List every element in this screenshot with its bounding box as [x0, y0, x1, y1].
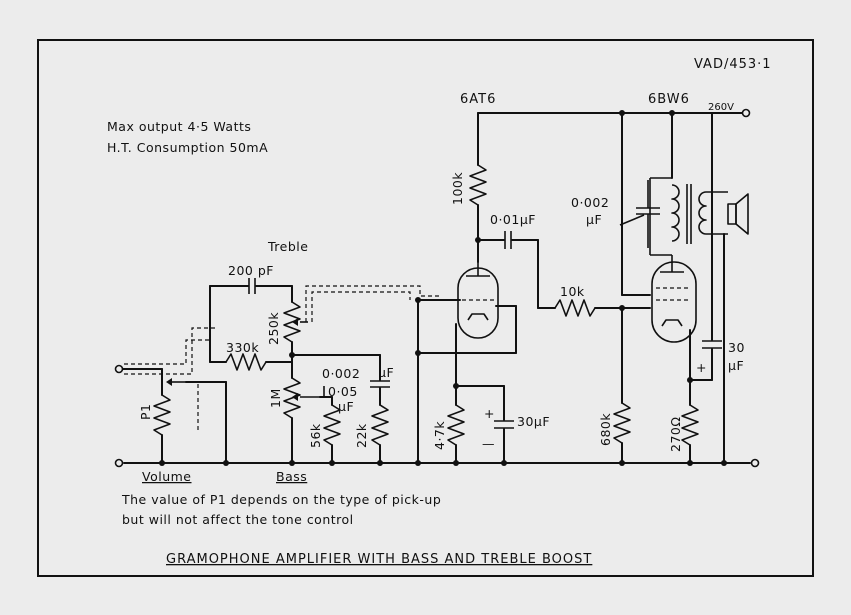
capacitor-200pF — [209, 278, 293, 363]
tube-6at6 — [417, 262, 517, 387]
resistor-270-label: 270Ω — [668, 417, 683, 452]
p1-label: P1 — [138, 404, 153, 421]
capacitor-0002-output-label: 0·002 — [571, 195, 609, 210]
spec-max-output: Max output 4·5 Watts — [107, 119, 251, 134]
resistor-22k-label: 22k — [354, 423, 369, 448]
volume-label: Volume — [142, 469, 192, 484]
resistor-680k — [613, 112, 651, 464]
potentiometer-250k — [283, 285, 308, 371]
potentiometer-1m-label: 1M — [268, 388, 283, 408]
capacitor-minus-sign: — — [482, 436, 495, 451]
potentiometer-1m — [283, 369, 320, 464]
capacitor-0002-output — [619, 180, 660, 248]
note-line-2: but will not affect the tone control — [122, 512, 354, 527]
ht-rail: 260V — [477, 102, 751, 118]
shielded-lead-treble — [305, 285, 440, 322]
resistor-270-ohm — [681, 379, 699, 464]
capacitor-001uF-label: 0·01µF — [490, 212, 536, 227]
resistor-10k — [554, 299, 651, 317]
resistor-22k — [371, 404, 389, 464]
reference-code: VAD/453·1 — [694, 57, 772, 72]
note-line-1: The value of P1 depends on the type of p… — [121, 492, 441, 507]
ground-rail — [114, 458, 760, 468]
schematic-border — [37, 39, 814, 577]
ht-voltage-label: 260V — [708, 102, 734, 113]
capacitor-30-value: 30 — [728, 340, 745, 355]
resistor-56k-label: 56k — [308, 423, 323, 448]
bass-label: Bass — [276, 469, 307, 484]
capacitor-0002-output-unit: µF — [586, 212, 602, 227]
resistor-100k-label: 100k — [450, 172, 465, 205]
capacitor-005-label: 0·05 — [328, 384, 358, 399]
capacitor-30uF-cathode — [494, 385, 514, 464]
capacitor-001uF — [477, 231, 556, 309]
capacitor-0002-bass — [370, 354, 390, 406]
tube-6at6-label: 6AT6 — [460, 92, 496, 107]
potentiometer-250k-label: 250k — [266, 312, 281, 345]
resistor-330k — [209, 353, 293, 371]
capacitor-30uF-label: 30µF — [517, 414, 550, 429]
output-transformer — [649, 112, 728, 256]
tube-6bw6-label: 6BW6 — [648, 92, 690, 107]
volume-potentiometer-p1 — [114, 364, 186, 464]
tube-6bw6 — [651, 255, 697, 381]
resistor-100k — [469, 112, 487, 263]
treble-label: Treble — [267, 239, 308, 254]
resistor-4-7k — [447, 385, 465, 464]
capacitor-0002-bass-label: 0·002 — [322, 366, 360, 381]
capacitor-0002-bass-unit: µF — [378, 365, 394, 380]
capacitor-005-unit: µF — [338, 399, 354, 414]
speaker — [727, 193, 749, 235]
schematic-title: GRAMOPHONE AMPLIFIER WITH BASS AND TREBL… — [166, 552, 592, 567]
resistor-10k-label: 10k — [560, 284, 585, 299]
capacitor-30-plus: + — [696, 360, 707, 375]
capacitor-005 — [319, 386, 333, 406]
resistor-680k-label: 680k — [598, 413, 613, 446]
capacitor-200pF-label: 200 pF — [228, 263, 274, 278]
capacitor-30uF-hv — [689, 112, 722, 381]
resistor-330k-label: 330k — [226, 340, 259, 355]
capacitor-30-unit: µF — [728, 358, 744, 373]
spec-ht-consumption: H.T. Consumption 50mA — [107, 140, 268, 155]
resistor-4-7k-label: 4·7k — [432, 421, 447, 450]
capacitor-plus-sign: + — [484, 406, 495, 421]
